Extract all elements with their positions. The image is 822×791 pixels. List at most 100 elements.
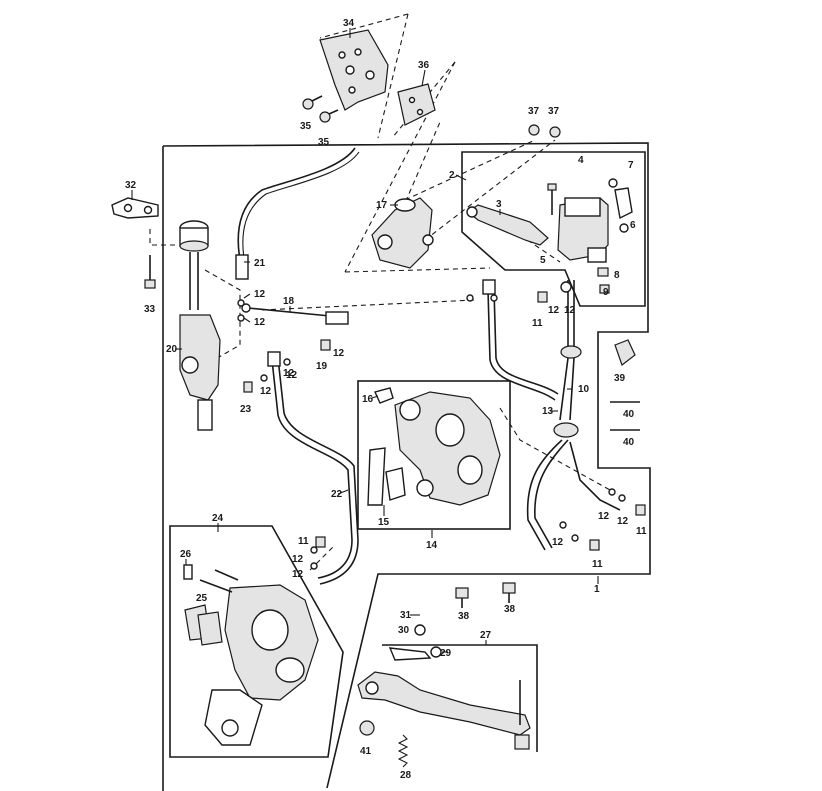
bolt-part <box>528 124 540 136</box>
callout-label: 8 <box>614 270 620 281</box>
rear-caliper-box <box>169 525 344 758</box>
callout-label: 16 <box>362 394 374 405</box>
leader-line <box>424 139 556 241</box>
callout-label: 41 <box>360 746 372 757</box>
screw-part <box>597 223 629 294</box>
front-brake-hose-part <box>482 279 559 401</box>
callout-label: 24 <box>212 513 224 524</box>
callout-label: 28 <box>400 770 412 781</box>
washer-part <box>414 624 426 636</box>
rear-master-cylinder-part <box>179 220 221 431</box>
bolt-part <box>243 291 646 551</box>
callout-label: 2 <box>449 170 455 181</box>
callout-label: 12 <box>286 370 298 381</box>
bolt-part <box>455 587 469 608</box>
junction-block-part <box>371 197 434 269</box>
front-lever-part <box>466 204 549 246</box>
callout-label: 12 <box>254 317 266 328</box>
nut-part <box>359 720 375 736</box>
callout-label: 3 <box>496 199 502 210</box>
callout-label: 18 <box>283 296 295 307</box>
callout-label: 12 <box>548 305 560 316</box>
callout-label: 29 <box>440 648 452 659</box>
callout-label: 12 <box>617 516 629 527</box>
callout-label: 27 <box>480 630 492 641</box>
callout-label: 12 <box>292 569 304 580</box>
screw-part <box>547 183 557 215</box>
callout-label: 38 <box>458 611 470 622</box>
callout-label: 35 <box>300 121 312 132</box>
callout-leaders <box>131 28 599 653</box>
callout-label: 11 <box>636 526 647 537</box>
bolt-part <box>144 255 156 289</box>
callout-label: 6 <box>630 220 636 231</box>
brake-pedal-part <box>357 671 531 750</box>
brake-hose-part <box>267 351 359 585</box>
callout-label: 19 <box>316 361 328 372</box>
callout-label: 12 <box>292 554 304 565</box>
leader-line <box>309 544 336 571</box>
callout-label: 1 <box>594 584 600 595</box>
main-frame-outline <box>162 142 651 789</box>
callout-label: 21 <box>254 258 266 269</box>
callout-label: 11 <box>298 536 309 547</box>
bolt-part <box>302 95 323 110</box>
callout-label: 34 <box>343 18 355 29</box>
callout-label: 35 <box>318 137 330 148</box>
callout-label: 17 <box>376 200 388 211</box>
callout-label: 37 <box>528 106 540 117</box>
pin-part <box>183 564 239 593</box>
callout-label: 7 <box>628 160 634 171</box>
callout-label: 10 <box>578 384 590 395</box>
pin-part <box>374 387 394 404</box>
callout-label: 36 <box>418 60 430 71</box>
brake-pipe-part <box>241 303 349 325</box>
callout-label: 15 <box>378 517 390 528</box>
callout-label: 39 <box>614 373 626 384</box>
rear-caliper-part <box>204 584 319 746</box>
callout-label: 12 <box>333 348 345 359</box>
callout-label: 12 <box>552 537 564 548</box>
callout-label: 13 <box>542 406 554 417</box>
callout-label: 40 <box>623 437 635 448</box>
front-master-cylinder-part <box>557 187 633 263</box>
front-brake-hose-part <box>526 280 621 551</box>
callout-label: 11 <box>532 318 543 329</box>
front-caliper-part <box>394 391 501 506</box>
front-master-cylinder-box <box>461 151 646 307</box>
callout-label: 12 <box>260 386 272 397</box>
leader-line <box>344 61 456 273</box>
callout-label: 23 <box>240 404 252 415</box>
banjo-bolt-part <box>560 281 572 293</box>
callout-label: 4 <box>578 155 584 166</box>
leader-line <box>344 267 491 273</box>
bolt-part <box>549 126 561 138</box>
leader-line <box>149 225 175 246</box>
washer-part <box>608 178 618 188</box>
front-caliper-box <box>357 380 511 530</box>
callout-label: 12 <box>254 289 266 300</box>
callout-label: 32 <box>125 180 137 191</box>
callout-label: 5 <box>540 255 546 266</box>
rear-brake-pads-part <box>184 604 223 646</box>
callout-label: 25 <box>196 593 208 604</box>
callout-label: 26 <box>180 549 192 560</box>
brake-pedal-box <box>382 644 538 752</box>
brake-hose-part <box>235 147 360 280</box>
brake-pads-part <box>367 447 406 506</box>
callout-label: 12 <box>564 305 576 316</box>
spring-part <box>397 734 409 768</box>
reservoir-bracket-part <box>111 197 159 219</box>
callout-label: 22 <box>331 489 343 500</box>
callout-label: 40 <box>623 409 635 420</box>
leader-line <box>319 13 409 39</box>
heat-shield-plate-part <box>319 29 389 111</box>
washer-part <box>237 294 626 570</box>
brake-rod-part <box>388 646 442 661</box>
callout-label: 14 <box>426 540 438 551</box>
leader-line <box>499 407 611 491</box>
callout-label: 33 <box>144 304 156 315</box>
leader-line <box>519 234 561 263</box>
callout-label: 37 <box>548 106 560 117</box>
